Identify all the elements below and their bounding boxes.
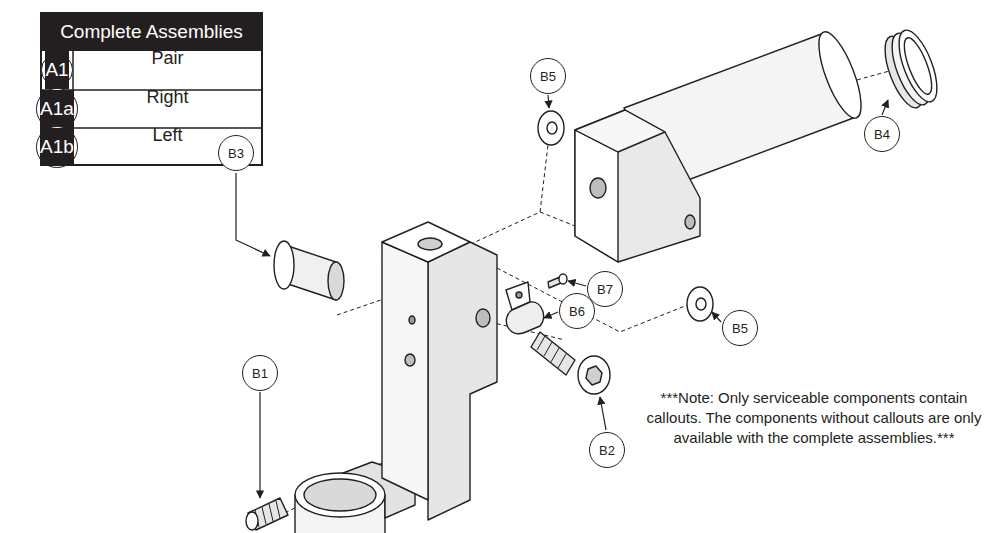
table-header: Complete Assemblies bbox=[41, 13, 262, 51]
assembly-callout: A1b bbox=[36, 126, 78, 168]
callout-number: B3 bbox=[218, 135, 254, 171]
callout-number: B5 bbox=[722, 310, 758, 346]
assembly-callout: A1a bbox=[36, 88, 78, 130]
callout-text: B1 bbox=[252, 367, 268, 380]
callout-text: B6 bbox=[569, 305, 585, 318]
callout-number: B2 bbox=[589, 432, 625, 468]
table-cell: Left bbox=[73, 123, 262, 147]
callout-text: B4 bbox=[874, 128, 890, 141]
callout-text: B7 bbox=[597, 283, 613, 296]
callout-text: A1b bbox=[40, 128, 74, 166]
callout-number: B4 bbox=[864, 116, 900, 152]
callout-text: A1 bbox=[45, 51, 68, 89]
callout-number: B1 bbox=[242, 355, 278, 391]
drawing bbox=[236, 26, 945, 533]
assembly-callout: A1 bbox=[41, 54, 72, 85]
callout-number: B6 bbox=[559, 293, 595, 329]
callout-text: B5 bbox=[540, 70, 556, 83]
callout-text: B2 bbox=[599, 444, 615, 457]
callout-text: B3 bbox=[228, 147, 244, 160]
callout-text: B5 bbox=[732, 322, 748, 335]
callout-number: B5 bbox=[530, 58, 566, 94]
callout-text: A1a bbox=[40, 90, 74, 128]
table-cell: Right bbox=[73, 85, 262, 109]
table-cell: Pair bbox=[73, 46, 262, 70]
note-text: ***Note: Only serviceable components con… bbox=[636, 388, 992, 448]
